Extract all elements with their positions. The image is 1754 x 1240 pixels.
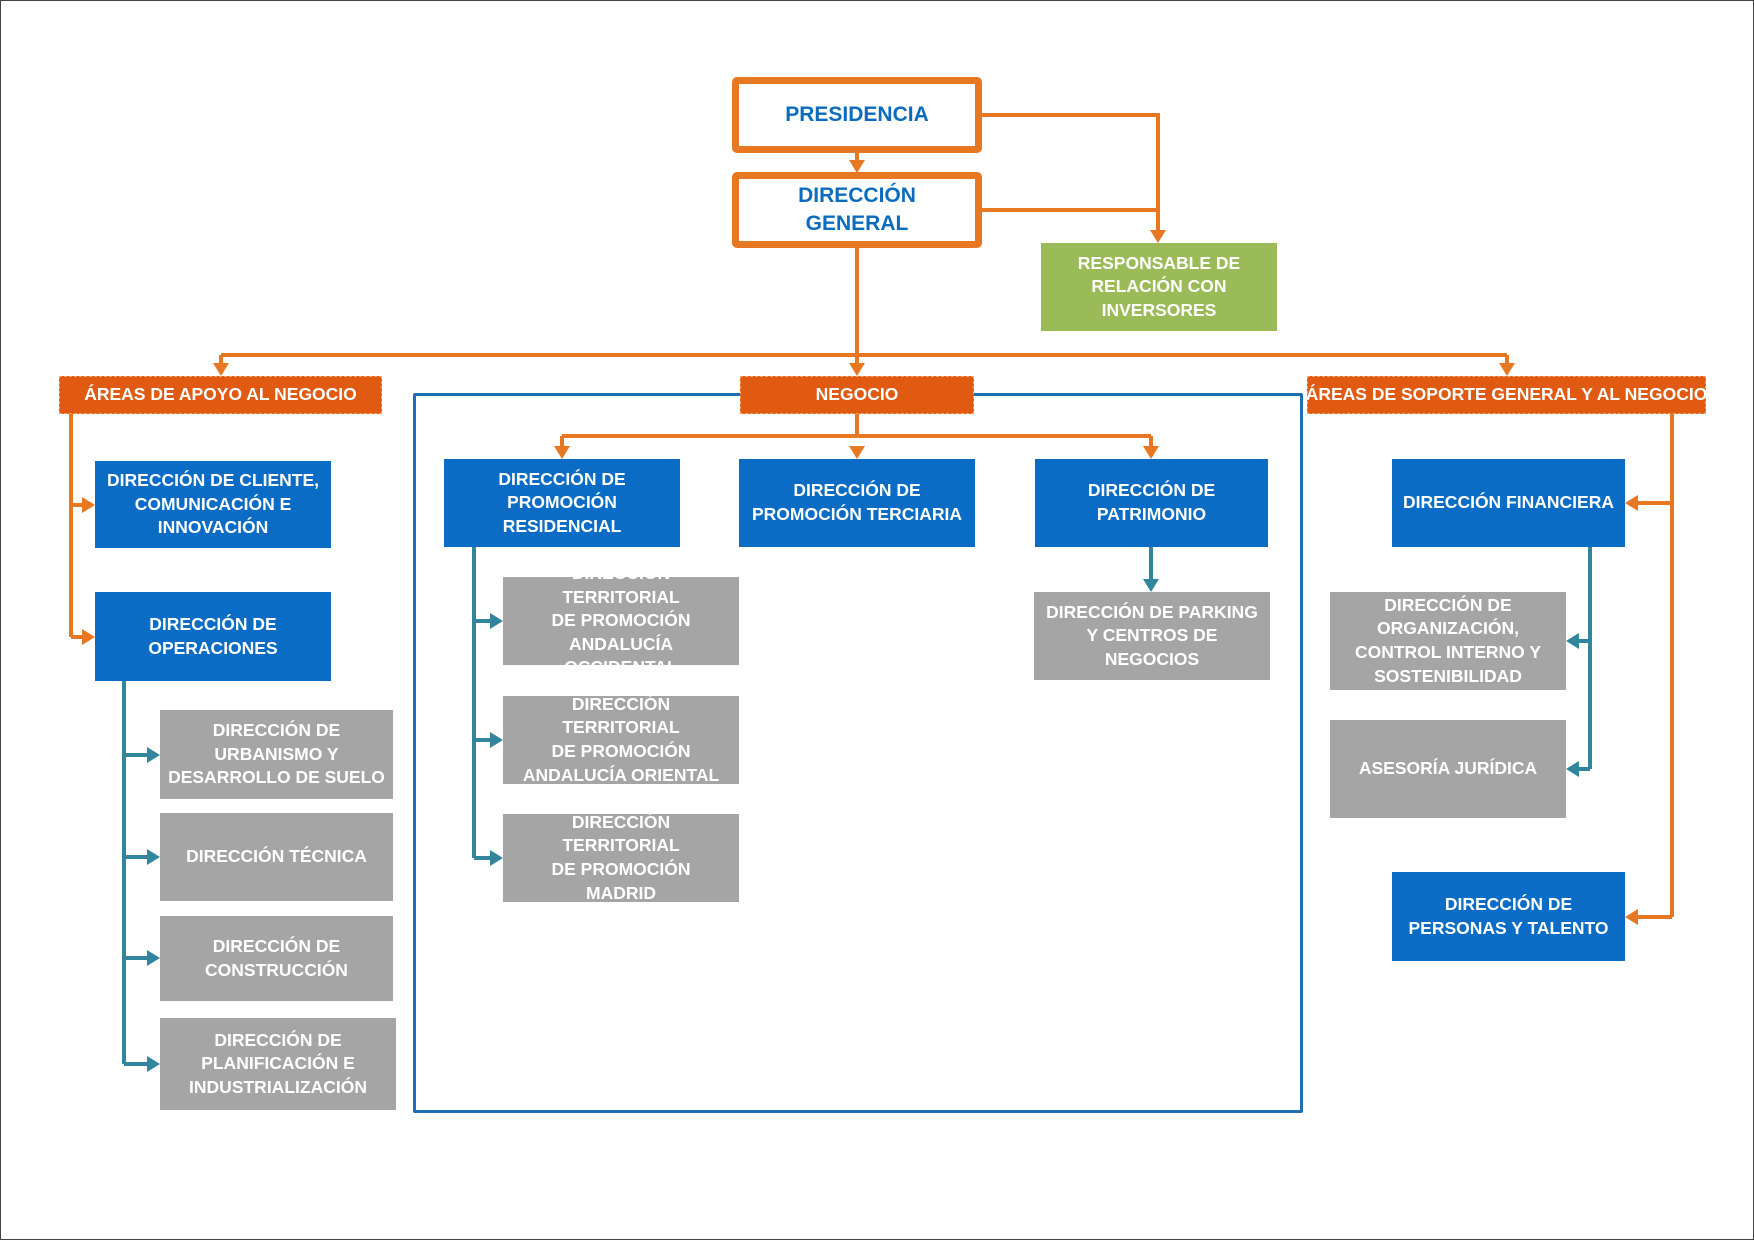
box-line: PERSONAS Y TALENTO — [1408, 917, 1609, 938]
arrowhead — [554, 446, 570, 459]
box-line: ORGANIZACIÓN, — [1377, 618, 1519, 639]
arrowhead — [147, 1056, 160, 1072]
box-line: PATRIMONIO — [1096, 504, 1207, 524]
negocio-header: NEGOCIO — [740, 376, 974, 414]
box-line: NEGOCIOS — [1104, 648, 1200, 669]
box-line: DIRECCIÓN TÉCNICA — [186, 846, 367, 867]
asesoria-juridica-box: ASESORÍA JURÍDICA — [1330, 720, 1566, 818]
box-line: INDUSTRIALIZACIÓN — [189, 1076, 367, 1097]
arrowhead — [82, 497, 95, 513]
negocio-label: NEGOCIO — [815, 384, 899, 405]
presidencia-box: PRESIDENCIA — [732, 77, 982, 153]
direccion-territorial-madrid-box: DIRECCIÓN TERRITORIAL DE PROMOCIÓN MADRI… — [503, 811, 739, 903]
box-line: DIRECCIÓN FINANCIERA — [1403, 492, 1614, 513]
direccion-financiera-box: DIRECCIÓN FINANCIERA — [1392, 459, 1625, 547]
investor-relations-box: RESPONSABLE DE RELACIÓN CON INVERSORES — [1041, 243, 1277, 331]
arrowhead — [849, 363, 865, 376]
investor-relations-line: RESPONSABLE DE — [1077, 252, 1241, 273]
box-line: DIRECCIÓN DE — [793, 480, 921, 501]
arrowhead — [1566, 761, 1579, 777]
box-line: MADRID — [586, 882, 656, 903]
box-line: DE PROMOCIÓN — [551, 741, 691, 761]
arrowhead — [147, 950, 160, 966]
direccion-tecnica-box: DIRECCIÓN TÉCNICA — [160, 813, 393, 901]
arrowhead — [1625, 495, 1638, 511]
box-line: OPERACIONES — [148, 637, 278, 658]
direccion-parking-box: DIRECCIÓN DE PARKING Y CENTROS DE NEGOCI… — [1034, 592, 1270, 680]
direccion-promocion-residencial-box: DIRECCIÓN DE PROMOCIÓN RESIDENCIAL — [444, 459, 680, 547]
box-line: ANDALUCÍA ORIENTAL — [522, 764, 720, 785]
arrowhead — [1625, 909, 1638, 925]
box-line: RESIDENCIAL — [502, 515, 622, 536]
box-line: DESARROLLO DE SUELO — [168, 767, 385, 788]
arrowhead — [1499, 363, 1515, 376]
box-line: CONTROL INTERNO Y — [1354, 642, 1542, 662]
arrowhead — [213, 363, 229, 376]
box-line: DIRECCIÓN DE — [498, 468, 626, 489]
areas-soporte-header: ÁREAS DE SOPORTE GENERAL Y AL NEGOCIO — [1305, 376, 1708, 414]
areas-apoyo-header: ÁREAS DE APOYO AL NEGOCIO — [59, 376, 382, 414]
box-line: DIRECCIÓN DE CLIENTE, — [107, 470, 319, 491]
box-line: DIRECCIÓN DE — [1087, 480, 1216, 501]
direccion-general-label: DIRECCIÓN GENERAL — [798, 183, 916, 235]
connector-line — [982, 113, 1160, 231]
box-line: PROMOCIÓN — [507, 492, 617, 513]
box-line: Y CENTROS DE — [1086, 625, 1218, 646]
arrowhead — [147, 747, 160, 763]
box-line: PLANIFICACIÓN E — [201, 1053, 355, 1074]
box-line: ANDALUCÍA OCCIDENTAL — [564, 633, 678, 678]
arrowhead — [1143, 446, 1159, 459]
box-line: SOSTENIBILIDAD — [1374, 665, 1522, 686]
box-line: DIRECCIÓN DE — [1384, 594, 1512, 615]
direccion-urbanismo-box: DIRECCIÓN DE URBANISMO Y DESARROLLO DE S… — [160, 710, 393, 799]
direccion-promocion-terciaria-box: DIRECCIÓN DE PROMOCIÓN TERCIARIA — [739, 459, 975, 547]
arrowhead — [849, 446, 865, 459]
arrowhead — [1143, 579, 1159, 592]
arrowhead — [849, 160, 865, 173]
box-line: DIRECCIÓN TERRITORIAL — [562, 693, 680, 738]
areas-apoyo-label: ÁREAS DE APOYO AL NEGOCIO — [84, 384, 357, 405]
box-line: DIRECCIÓN TERRITORIAL — [562, 811, 680, 856]
arrowhead — [82, 629, 95, 645]
direccion-territorial-occidental-box: DIRECCIÓN TERRITORIAL DE PROMOCIÓN ANDAL… — [503, 563, 739, 677]
arrowhead — [147, 849, 160, 865]
box-line: DE PROMOCIÓN — [551, 859, 691, 879]
box-line: DE PROMOCIÓN — [551, 610, 691, 631]
box-line: DIRECCIÓN TERRITORIAL — [562, 562, 680, 607]
direccion-personas-box: DIRECCIÓN DE PERSONAS Y TALENTO — [1392, 872, 1625, 961]
box-line: ASESORÍA JURÍDICA — [1358, 758, 1538, 779]
direccion-operaciones-box: DIRECCIÓN DE OPERACIONES — [95, 592, 331, 681]
arrowhead — [490, 732, 503, 748]
box-line: DIRECCIÓN DE PARKING — [1046, 601, 1258, 622]
arrowhead — [1150, 230, 1166, 243]
direccion-general-box: DIRECCIÓN GENERAL — [732, 172, 982, 248]
box-line: INNOVACIÓN — [157, 517, 269, 538]
box-line: DIRECCIÓN DE — [214, 1029, 342, 1050]
direccion-construccion-box: DIRECCIÓN DE CONSTRUCCIÓN — [160, 916, 393, 1001]
direccion-territorial-oriental-box: DIRECCIÓN TERRITORIAL DE PROMOCIÓN ANDAL… — [503, 693, 739, 785]
presidencia-label: PRESIDENCIA — [785, 102, 929, 126]
arrowhead — [490, 613, 503, 629]
direccion-cliente-box: DIRECCIÓN DE CLIENTE, COMUNICACIÓN E INN… — [95, 461, 331, 548]
arrowhead — [490, 850, 503, 866]
box-line: DIRECCIÓN DE — [212, 720, 341, 741]
box-line: URBANISMO Y — [214, 743, 339, 764]
box-line: DIRECCIÓN DE — [149, 613, 277, 634]
box-line: CONSTRUCCIÓN — [205, 959, 348, 980]
direccion-organizacion-box: DIRECCIÓN DE ORGANIZACIÓN, CONTROL INTER… — [1330, 592, 1566, 690]
investor-relations-line: RELACIÓN CON — [1091, 276, 1227, 297]
areas-soporte-label: ÁREAS DE SOPORTE GENERAL Y AL NEGOCIO — [1305, 384, 1708, 405]
box-line: COMUNICACIÓN E — [134, 493, 292, 514]
investor-relations-line: INVERSORES — [1101, 299, 1217, 320]
direccion-patrimonio-box: DIRECCIÓN DE PATRIMONIO — [1035, 459, 1268, 547]
box-line: PROMOCIÓN TERCIARIA — [752, 504, 962, 524]
box-line: DIRECCIÓN DE — [1444, 893, 1573, 914]
box-line: DIRECCIÓN DE — [212, 935, 341, 956]
arrowhead — [1566, 633, 1579, 649]
direccion-planificacion-box: DIRECCIÓN DE PLANIFICACIÓN E INDUSTRIALI… — [160, 1018, 396, 1110]
